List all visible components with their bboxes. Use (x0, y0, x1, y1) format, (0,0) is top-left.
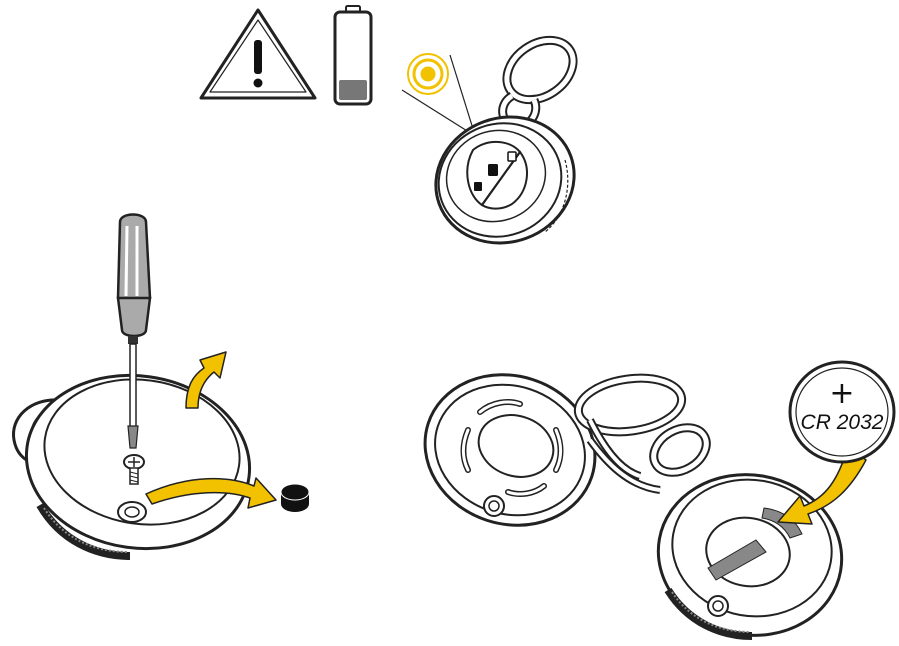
coin-battery: + CR 2032 (790, 362, 894, 462)
opened-front-body (646, 460, 855, 646)
opened-back-cover (405, 353, 614, 547)
rubber-cap-icon (281, 484, 309, 512)
key-rings (575, 372, 714, 490)
low-battery-icon (335, 6, 371, 104)
led-indicator-icon (408, 54, 448, 94)
warning-icon (201, 10, 315, 98)
battery-plus-sign: + (829, 376, 854, 411)
battery-label: CR 2032 (801, 411, 884, 434)
